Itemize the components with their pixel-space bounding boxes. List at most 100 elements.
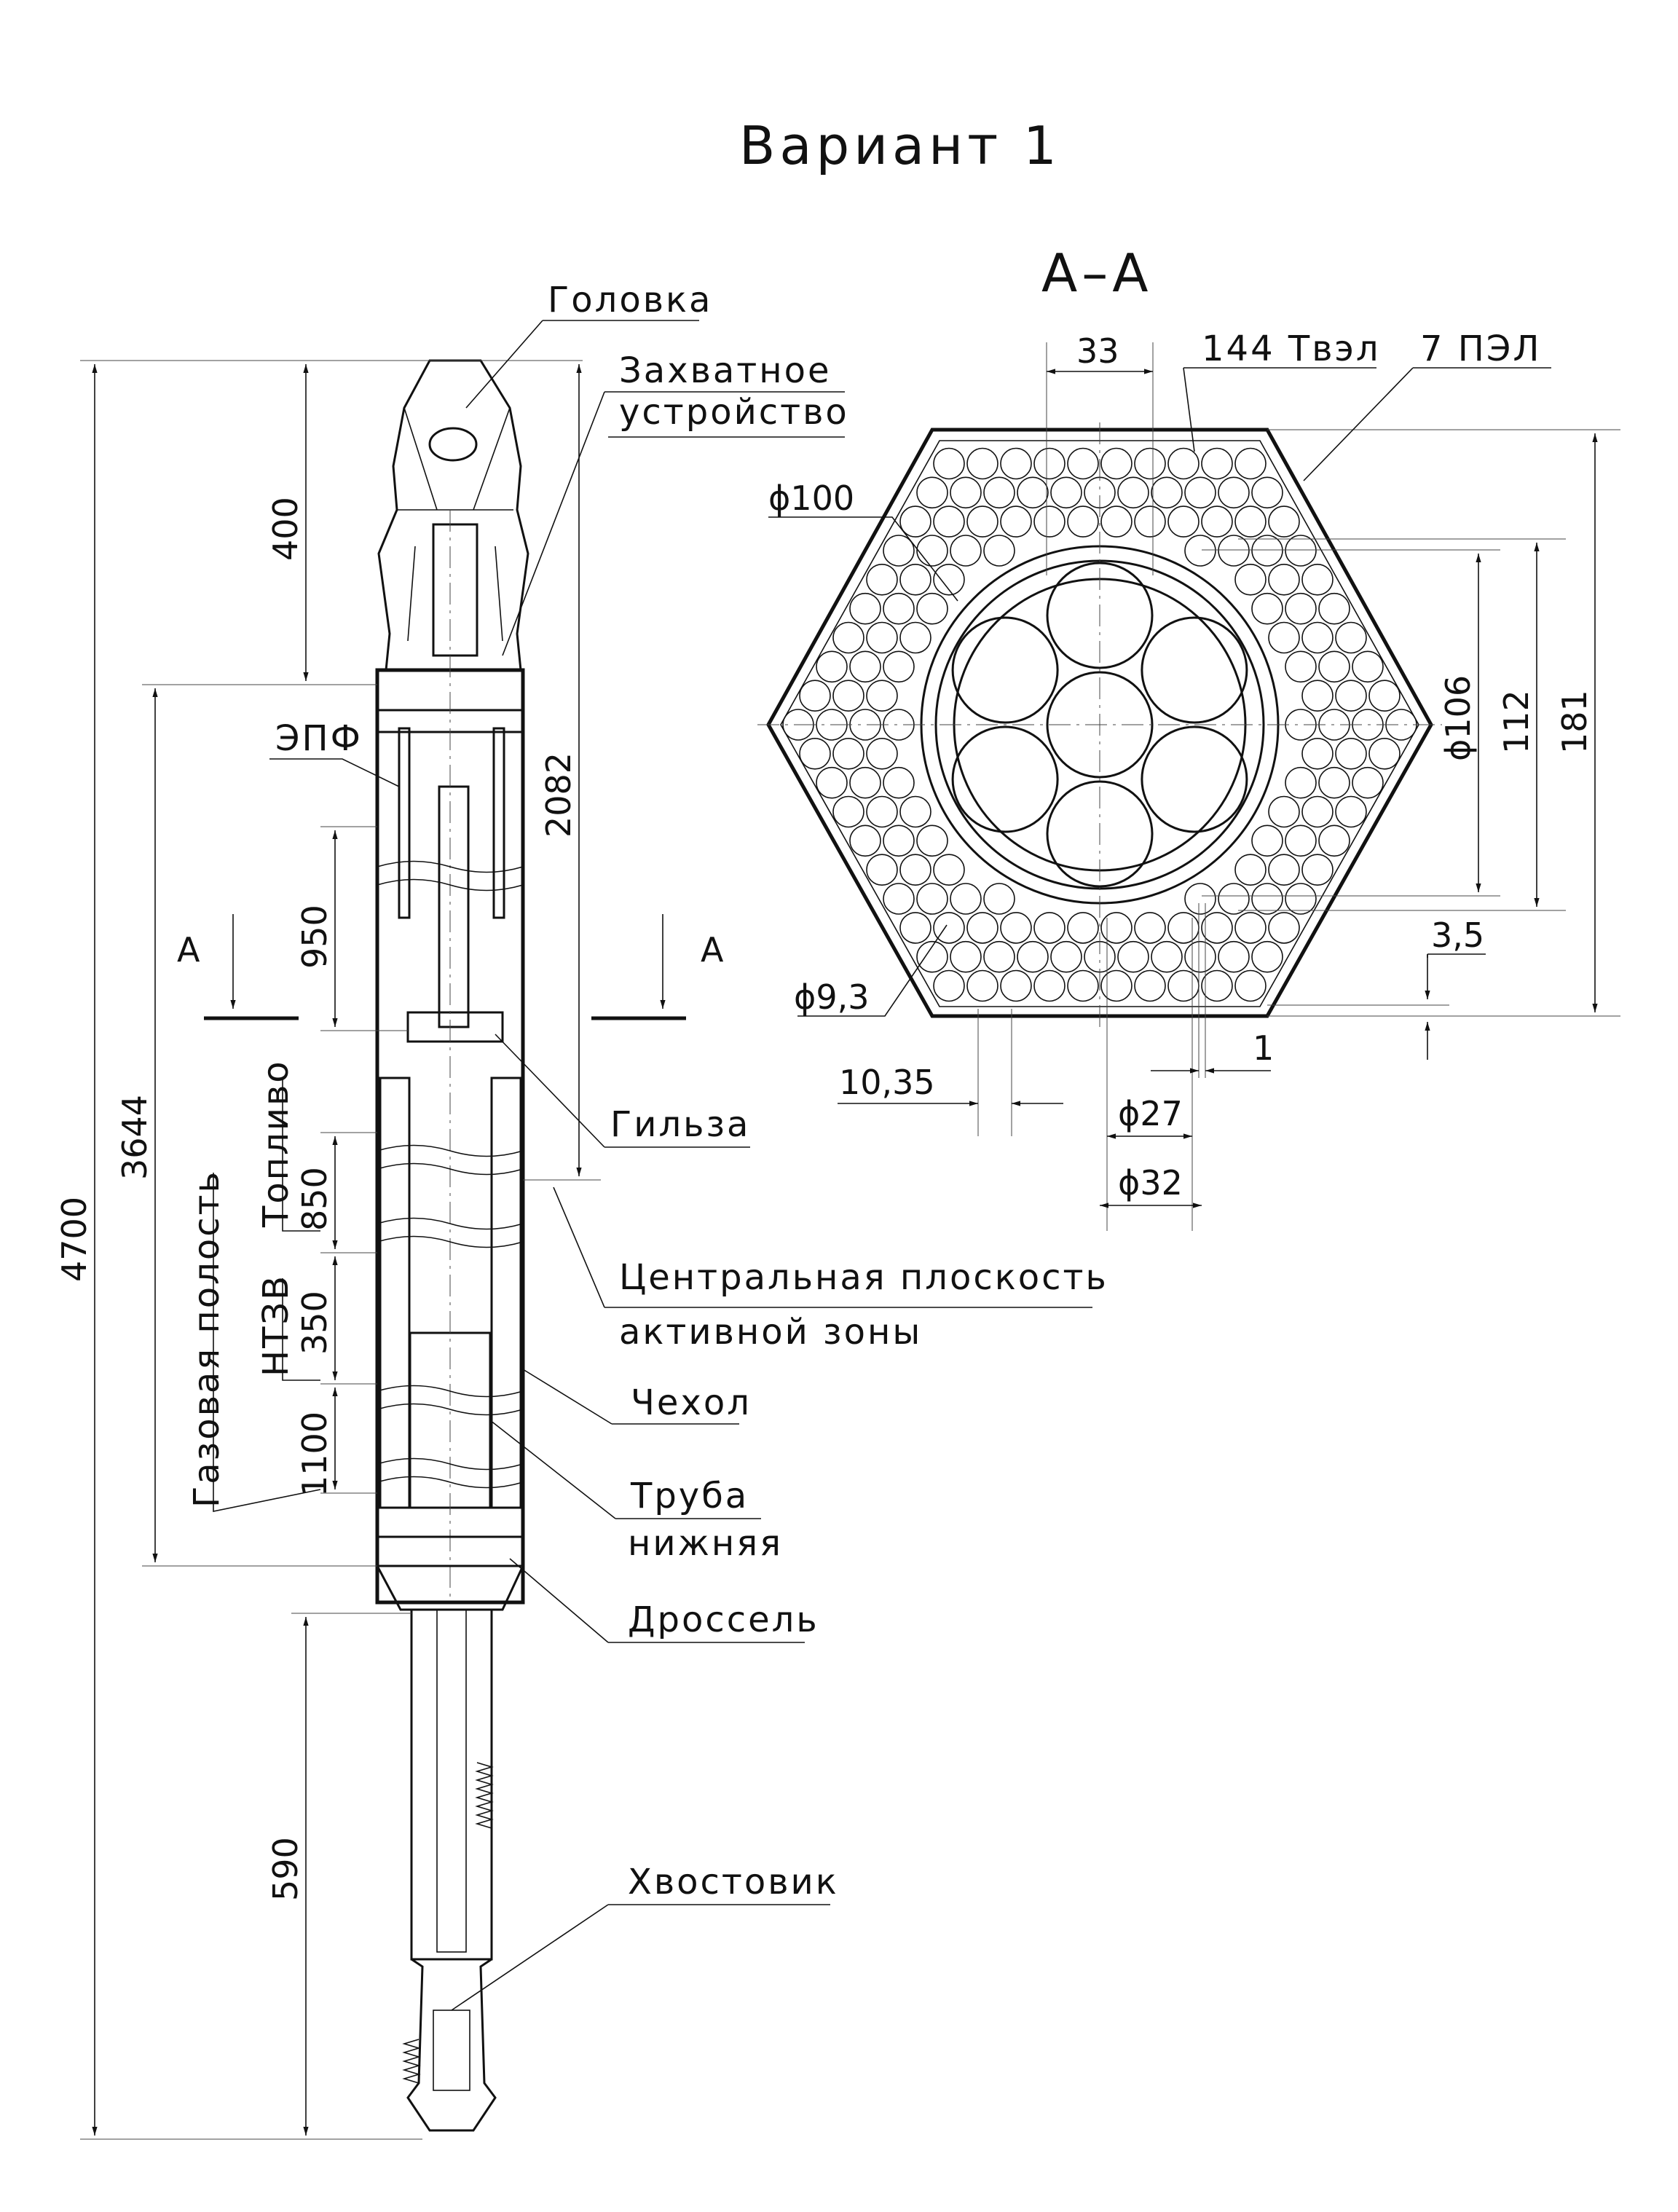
fuel-rod [1134, 447, 1166, 480]
fuel-rod [1301, 563, 1334, 596]
fuel-rod [883, 824, 915, 857]
section-title: А–А [1041, 243, 1153, 304]
dim-9-3: ϕ9,3 [794, 977, 870, 1017]
fuel-rod [866, 621, 898, 654]
fuel-rod [1218, 940, 1250, 973]
fuel-rod [1033, 447, 1066, 480]
label-throttle: Дроссель [628, 1599, 819, 1640]
fuel-right [490, 1077, 522, 1509]
fuel-rod [1234, 447, 1267, 480]
sleeve [406, 1011, 504, 1043]
drawing-title: Вариант 1 [739, 115, 1061, 176]
dim-106: ϕ106 [1438, 675, 1478, 761]
section-extension-lines [977, 342, 1620, 1231]
fuel-rod [1100, 505, 1133, 538]
dim-27: ϕ27 [1118, 1094, 1183, 1133]
fuel-rod [1301, 680, 1334, 712]
fuel-rod [1234, 563, 1267, 596]
fuel-rod [883, 650, 915, 683]
label-shank: Хвостовик [628, 1862, 839, 1902]
fuel-rod [1067, 969, 1099, 1002]
fuel-rod [1335, 680, 1367, 712]
dim-epf-len: 950 [295, 905, 334, 969]
fuel-rod [899, 854, 931, 886]
fuel-rod [883, 883, 915, 915]
label-ntzv: НТЗВ [256, 1274, 296, 1377]
fuel-rod [1285, 824, 1317, 857]
fuel-rod [1301, 738, 1334, 770]
label-tvel-count: 144 Твэл [1202, 328, 1381, 369]
assembly-extension-lines [80, 360, 601, 2140]
fuel-rod [1301, 795, 1334, 828]
fuel-rod [1033, 505, 1066, 538]
fuel-rod [1234, 969, 1267, 1002]
assembly-view [375, 359, 529, 2132]
fuel-rod [933, 447, 965, 480]
fuel-rod [1151, 940, 1183, 973]
section-view [757, 422, 1442, 1027]
fuel-rod [1067, 505, 1099, 538]
fuel-rod [1268, 912, 1300, 944]
fuel-rod [899, 912, 931, 944]
fuel-rod [1352, 650, 1384, 683]
fuel-rod [832, 621, 864, 654]
fuel-rod [950, 940, 982, 973]
pel-rod [951, 725, 1059, 833]
dim-shank-len: 590 [266, 1837, 305, 1901]
fuel-rod [1218, 883, 1250, 915]
fuel-rod [899, 505, 931, 538]
fuel-rod [1368, 680, 1401, 712]
fuel-rod [866, 738, 898, 770]
label-head: Головка [548, 280, 712, 320]
pel-rod [951, 616, 1059, 724]
shank-body [410, 1608, 493, 1961]
section-dimensions: 33 181 112 ϕ106 3,5 ϕ100 ϕ9,3 144 Твэл 7… [768, 328, 1598, 1208]
fuel-rod [883, 535, 915, 567]
fuel-rod [816, 766, 848, 799]
fuel-rod [1100, 447, 1133, 480]
fuel-rod [1050, 940, 1082, 973]
fuel-rod [832, 680, 864, 712]
fuel-rod [1184, 535, 1216, 567]
label-tube-1: Труба [630, 1476, 749, 1516]
shank-bore [436, 1609, 467, 1953]
shank-thread [402, 1762, 494, 2084]
fuel-rod [983, 940, 1015, 973]
shank-tip [406, 1958, 497, 2132]
label-epf: ЭПФ [275, 718, 363, 759]
fuel-rod [1268, 795, 1300, 828]
fuel-rod [916, 476, 948, 509]
fuel-rod [933, 969, 965, 1002]
fuel-rod [849, 824, 881, 857]
label-fuel: Топливо [256, 1059, 296, 1228]
fuel-rod [1234, 912, 1267, 944]
fuel-rod [1033, 969, 1066, 1002]
fuel-rod [1251, 940, 1283, 973]
fuel-rod [1285, 766, 1317, 799]
fuel-rod [849, 650, 881, 683]
dim-head-len: 400 [266, 497, 305, 561]
fuel-rod [933, 505, 965, 538]
fuel-rod [1067, 447, 1099, 480]
fuel-rod [1285, 650, 1317, 683]
fuel-rod [816, 650, 848, 683]
fuel-rod [883, 592, 915, 625]
fuel-rod [1151, 476, 1183, 509]
section-cut-markers: А А [177, 914, 724, 1020]
fuel-rod [1335, 621, 1367, 654]
epf-absorber [438, 785, 470, 1028]
fuel-rod [916, 940, 948, 973]
fuel-rod [1234, 505, 1267, 538]
fuel-rod [1335, 795, 1367, 828]
fuel-rod [983, 476, 1015, 509]
label-gas-cavity: Газовая полость [186, 1170, 227, 1508]
throttle [376, 1535, 524, 1567]
fuel-rod [1285, 883, 1317, 915]
dim-ntzv-len: 350 [295, 1291, 334, 1355]
fuel-rod [966, 505, 998, 538]
cut-mark-left: А [177, 930, 200, 969]
fuel-rod [966, 447, 998, 480]
gripper-body [432, 523, 478, 657]
dim-total: 4700 [55, 1197, 94, 1282]
label-central-plane-1: Центральная плоскость [619, 1257, 1108, 1298]
